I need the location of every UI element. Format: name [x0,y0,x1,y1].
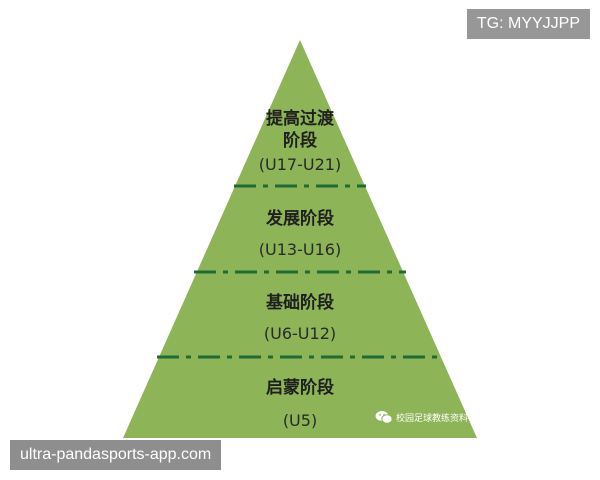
wechat-icon [375,411,393,424]
tier-advanced-transition: 提高过渡 阶段 (U17-U21) [259,108,341,174]
tier-initiation: 启蒙阶段 (U5) [266,377,334,430]
tier-title-line: 发展阶段 [265,208,334,229]
wechat-watermark: 校园足球教练资料 [375,410,468,424]
tier-foundation: 基础阶段 (U6-U12) [264,292,336,343]
tier-title-line: 启蒙阶段 [266,377,334,398]
tier-age-range: (U13-U16) [259,240,341,259]
site-watermark-badge: ultra-pandasports-app.com [10,440,222,470]
tg-watermark-badge: TG: MYYJJPP [466,9,590,39]
tier-development: 发展阶段 (U13-U16) [259,208,341,259]
pyramid-shape [123,40,477,438]
wechat-account-name: 校园足球教练资料 [396,413,469,424]
tier-age-range: (U5) [283,411,317,430]
tier-title-line: 阶段 [283,130,317,151]
tier-title-line: 基础阶段 [265,292,334,313]
tier-title-line: 提高过渡 [266,108,335,129]
tier-age-range: (U17-U21) [259,155,341,174]
tier-age-range: (U6-U12) [264,324,336,343]
